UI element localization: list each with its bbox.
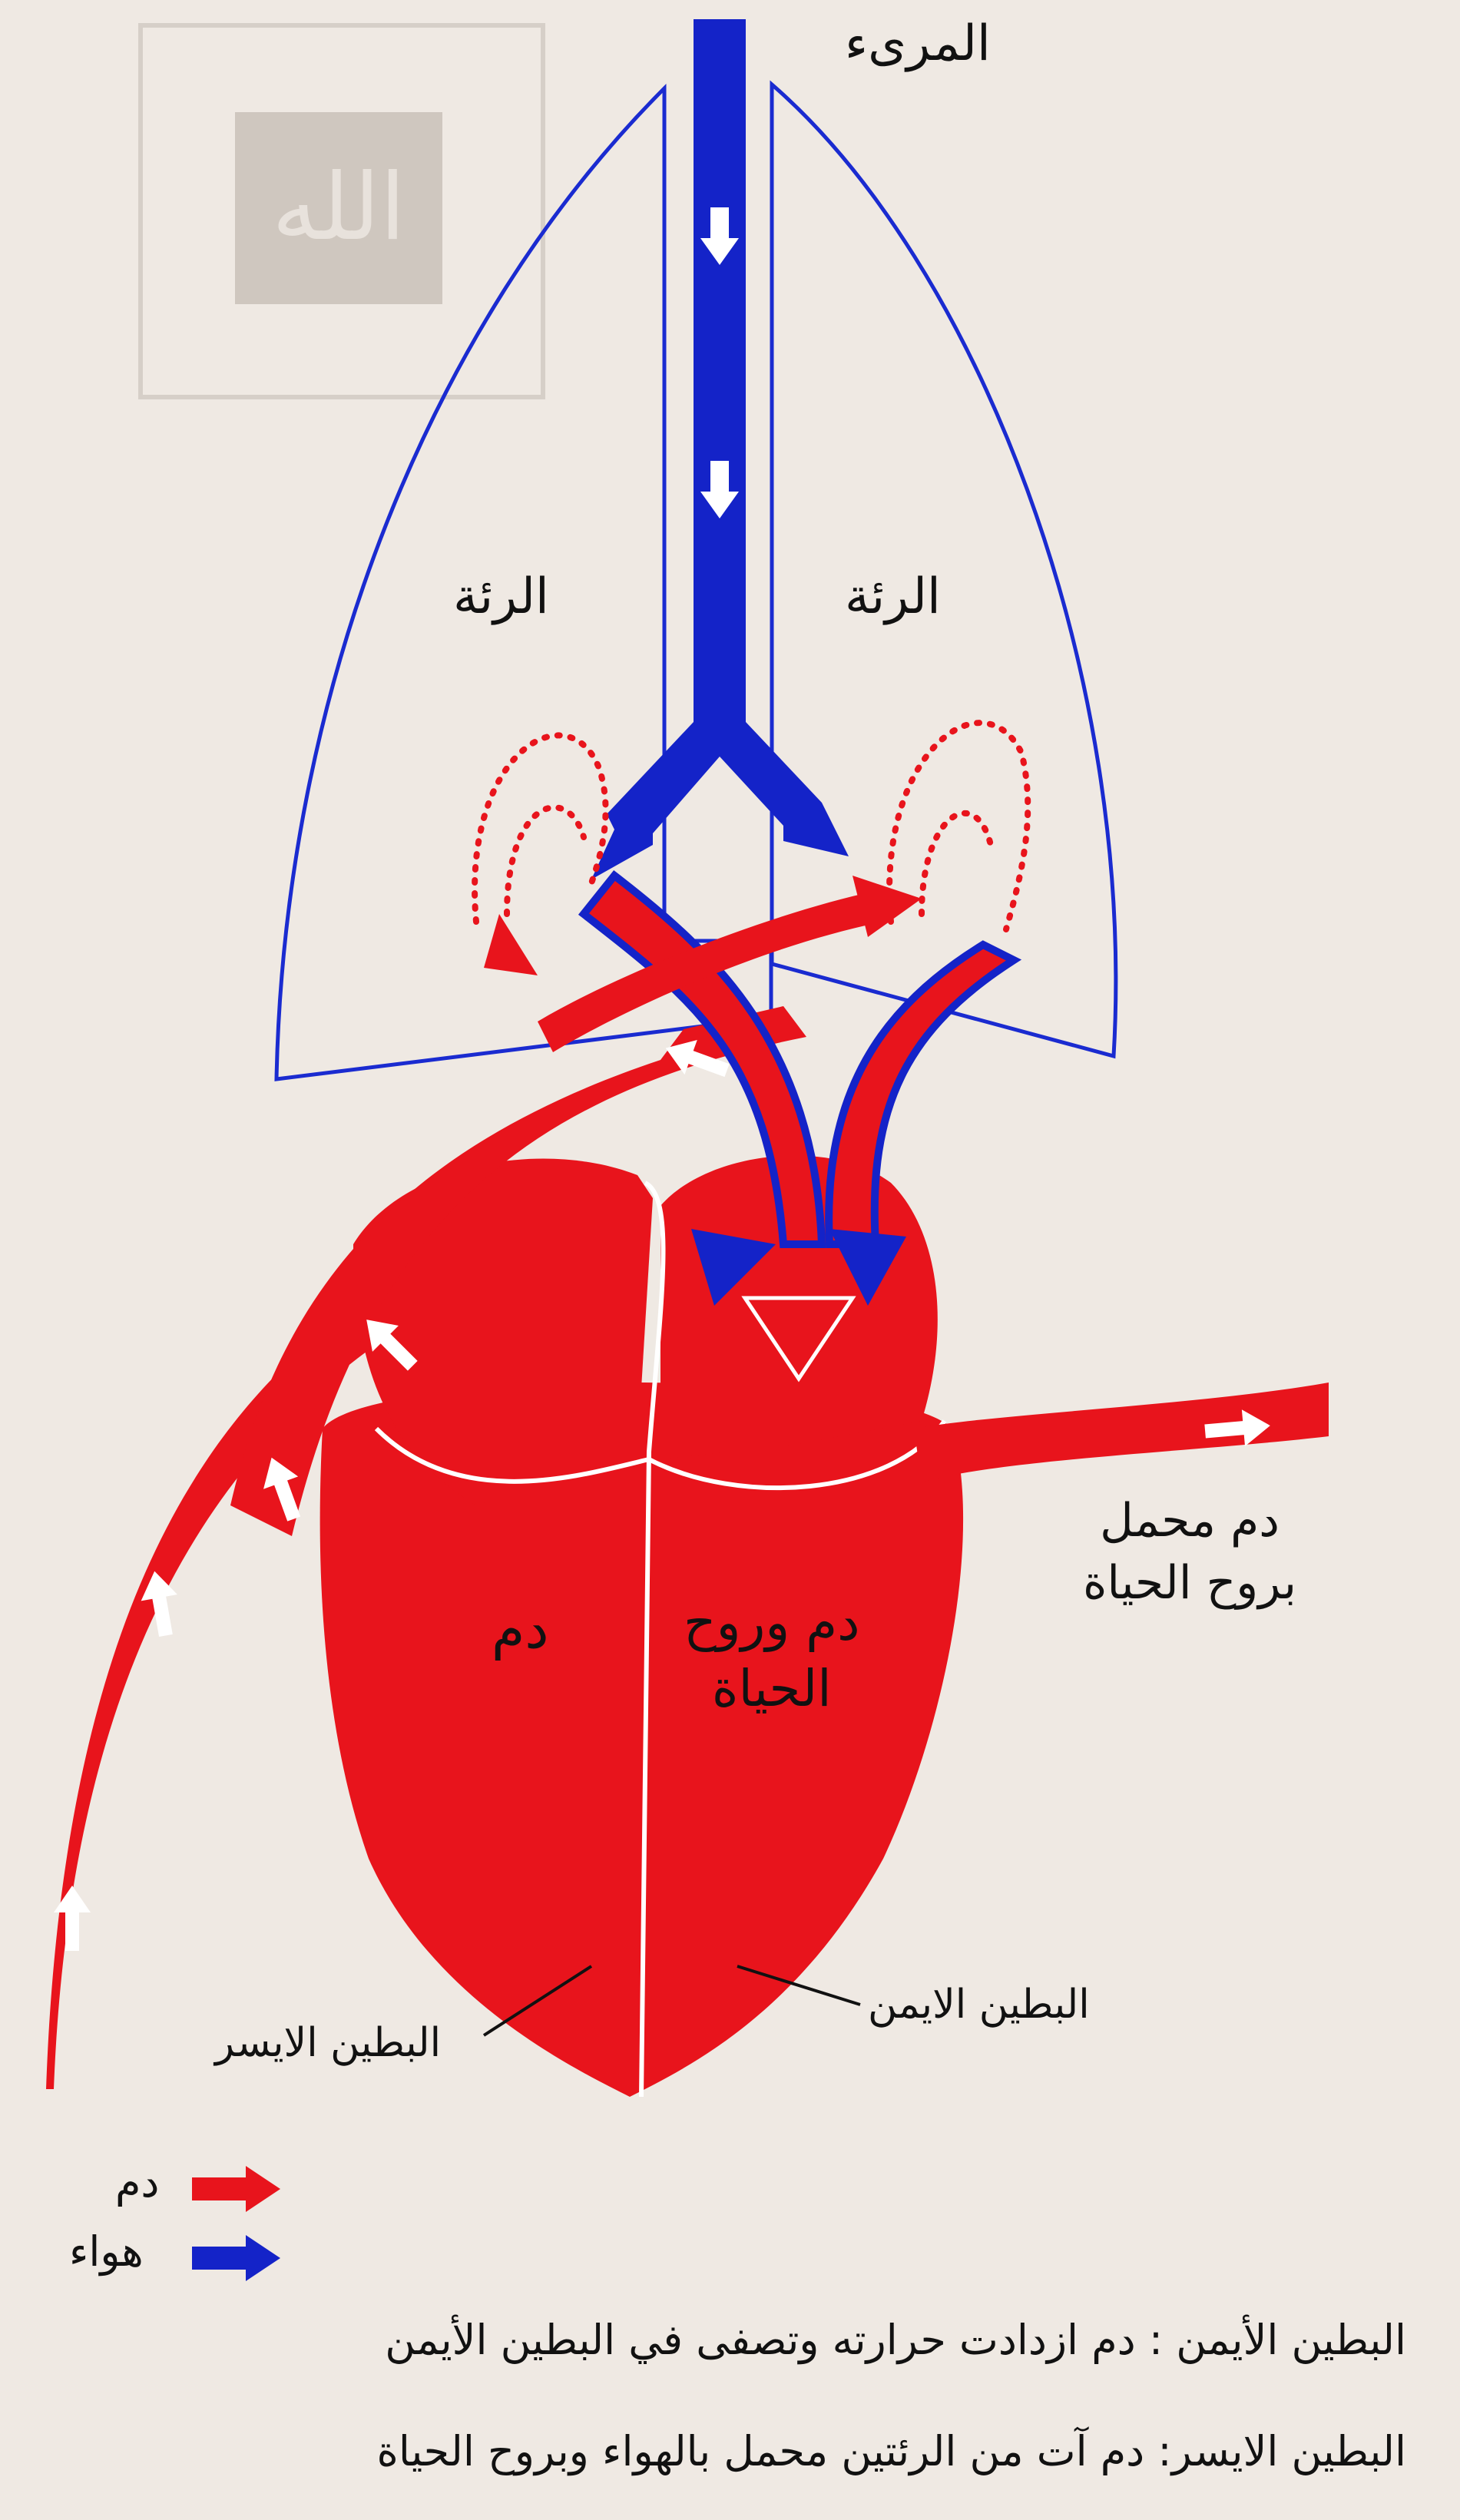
bronchi: [591, 722, 849, 879]
vessel-blue-cross: [829, 945, 1014, 1244]
lung-red-arrow-left: [484, 914, 538, 975]
legend-air-arrow: [192, 2235, 280, 2281]
label-blood-and-spirit: دم وروح الحياة: [684, 1590, 859, 1722]
caption-right-ventricle: البطين الأيمن : دم ازدادت حرارته وتصفى ف…: [385, 2316, 1406, 2364]
caption-left-ventricle: البطين الايسر: دم آت من الرئتين محمل بال…: [377, 2427, 1406, 2475]
legend-blood-label: دم: [115, 2158, 159, 2207]
legend-blood-arrow: [192, 2166, 280, 2212]
label-blood-with-spirit: دم محمل بروح الحياة: [1083, 1490, 1296, 1614]
legend-air-label: هواء: [69, 2227, 144, 2276]
label-blood: دم: [492, 1598, 549, 1661]
label-esophagus: المرىء: [845, 15, 991, 72]
label-left-ventricle: البطين الايسر: [215, 2020, 441, 2066]
label-lung-right: الرئة: [845, 568, 941, 625]
aorta: [914, 1383, 1329, 1482]
lung-red-arrow-right: [852, 876, 922, 937]
label-right-ventricle: البطين الايمن: [868, 1982, 1090, 2028]
label-lung-left: الرئة: [453, 568, 549, 625]
trachea: [694, 19, 746, 726]
